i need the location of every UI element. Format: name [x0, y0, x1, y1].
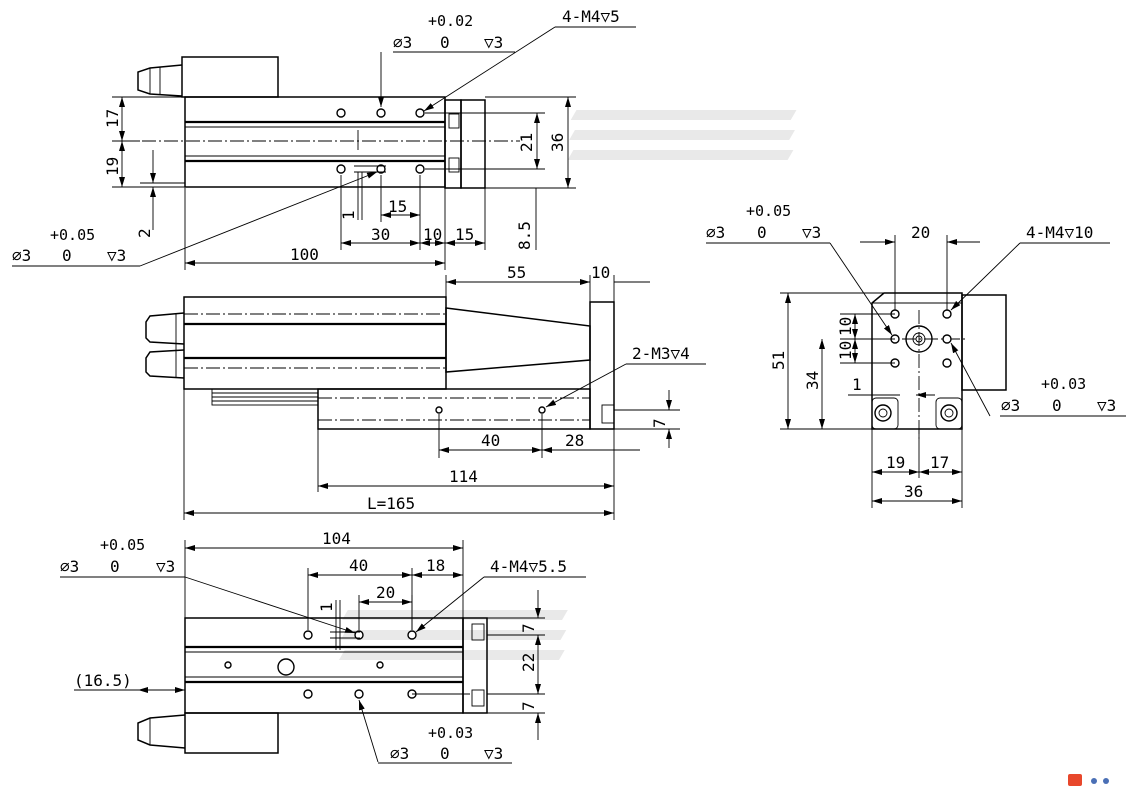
bottom-tol2-depth: ▽3: [484, 744, 503, 763]
bottom-dim-22: 22: [519, 653, 538, 672]
bottom-tol-prefix: ∅3: [60, 557, 79, 576]
end-dim-51: 51: [769, 351, 788, 370]
bottom-dim-7a: 7: [519, 623, 538, 633]
side-dim-10: 10: [591, 263, 610, 282]
tol-a-prefix: ∅3: [393, 33, 412, 52]
bottom-tol-lower: 0: [110, 557, 120, 576]
top-dim-19: 19: [103, 157, 122, 176]
bottom-dim-18: 18: [426, 556, 445, 575]
top-tap-note: 4-M4▽5: [562, 7, 620, 26]
side-dim-L: L=165: [367, 494, 415, 513]
top-dim-1: 1: [339, 210, 358, 220]
tol-b-lower: 0: [62, 246, 72, 265]
end-tol2-lower: 0: [1052, 396, 1062, 415]
tol-b-prefix: ∅3: [12, 246, 31, 265]
end-dim-19: 19: [886, 453, 905, 472]
tol-b-depth: ▽3: [107, 246, 126, 265]
bottom-dim-20: 20: [376, 583, 395, 602]
side-dim-55: 55: [507, 263, 526, 282]
bottom-tol2-upper: +0.03: [428, 724, 473, 742]
top-dim-30: 30: [371, 225, 390, 244]
bottom-tol2-prefix: ∅3: [390, 744, 409, 763]
end-dim-17: 17: [930, 453, 949, 472]
top-dim-100: 100: [290, 245, 319, 264]
side-dim-7: 7: [650, 418, 669, 428]
end-tol-depth: ▽3: [802, 223, 821, 242]
top-view: +0.02 ∅3 0 ▽3 4-M4▽5 17 19 2 21 36 8.5: [12, 7, 636, 270]
side-view: 55 10 2-M3▽4 7 40 28 114 L=165: [145, 263, 706, 520]
bottom-view: +0.05 ∅3 0 ▽3 104 40 18 4-M4▽5.5 1 20: [60, 529, 586, 764]
watermark-stripes: [338, 110, 797, 660]
bottom-tol2-lower: 0: [440, 744, 450, 763]
top-dim-17: 17: [103, 109, 122, 128]
end-tap-note: 4-M4▽10: [1026, 223, 1093, 242]
end-tol2-upper: +0.03: [1041, 375, 1086, 393]
side-dim-114: 114: [449, 467, 478, 486]
tol-a-lower: 0: [440, 33, 450, 52]
top-dim-21: 21: [517, 133, 536, 152]
top-dim-10: 10: [423, 225, 442, 244]
end-tol2-depth: ▽3: [1097, 396, 1116, 415]
end-dim-36: 36: [904, 482, 923, 501]
end-view: +0.05 ∅3 0 ▽3 20 4-M4▽10 10 10 51 34: [706, 202, 1126, 508]
top-dim-15a: 15: [388, 197, 407, 216]
end-dim-34: 34: [803, 371, 822, 390]
bottom-dim-7b: 7: [519, 701, 538, 711]
bottom-dim-104: 104: [322, 529, 351, 548]
tol-a-depth: ▽3: [484, 33, 503, 52]
bottom-dim-16-5: (16.5): [74, 671, 132, 690]
end-tol-upper: +0.05: [746, 202, 791, 220]
end-tol-prefix: ∅3: [706, 223, 725, 242]
tol-a-upper: +0.02: [428, 12, 473, 30]
side-dim-28: 28: [565, 431, 584, 450]
end-dim-10a: 10: [836, 317, 855, 336]
side-dim-40: 40: [481, 431, 500, 450]
bottom-tol-depth: ▽3: [156, 557, 175, 576]
bottom-dim-40: 40: [349, 556, 368, 575]
end-tol2-prefix: ∅3: [1001, 396, 1020, 415]
end-dim-10b: 10: [836, 341, 855, 360]
bottom-tap-note: 4-M4▽5.5: [490, 557, 567, 576]
top-dim-2: 2: [135, 228, 154, 238]
top-dim-36: 36: [548, 133, 567, 152]
end-dim-1: 1: [852, 375, 862, 394]
tol-b-upper: +0.05: [50, 226, 95, 244]
top-dim-8-5: 8.5: [515, 221, 534, 250]
bottom-dim-1: 1: [317, 602, 336, 612]
bottom-tol-upper: +0.05: [100, 536, 145, 554]
end-tol-lower: 0: [757, 223, 767, 242]
corner-badge: [1068, 774, 1109, 786]
end-dim-20: 20: [911, 223, 930, 242]
side-tap-note: 2-M3▽4: [632, 344, 690, 363]
top-dim-15b: 15: [455, 225, 474, 244]
